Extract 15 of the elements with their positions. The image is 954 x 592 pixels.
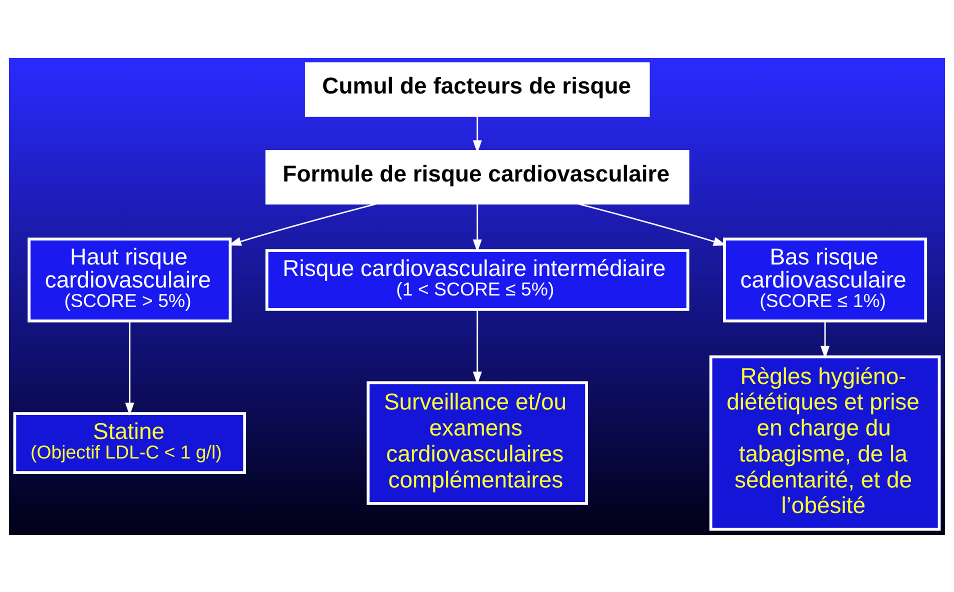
node-box: Haut risque cardiovasculaire (SCORE > 5%) <box>28 237 232 322</box>
node-box: Statine (Objectif LDL-C < 1 g/l) <box>13 412 246 474</box>
arrow <box>228 202 380 246</box>
node-box: Formule de risque cardiovasculaire <box>265 149 690 204</box>
node-box: Règles hygiéno-diététiques et prise en charge du tabagisme, de la sédentarité, et de l’obésité <box>709 354 941 530</box>
arrow <box>125 320 134 416</box>
node-box: Risque cardiovasculaire intermédiaire (1 < SCORE ≤ 5%) <box>265 248 690 310</box>
arrow <box>472 202 482 252</box>
arrow <box>820 320 830 358</box>
node-box: Bas risque cardiovasculaire (SCORE ≤ 1%) <box>723 237 928 322</box>
arrow <box>575 202 726 246</box>
arrow <box>472 115 482 153</box>
arrow <box>472 309 482 384</box>
node-box: Cumul de facteurs de risque <box>304 62 650 116</box>
node-box: Surveillance et/ou examens cardiovasculaires complémentaires <box>366 380 588 504</box>
